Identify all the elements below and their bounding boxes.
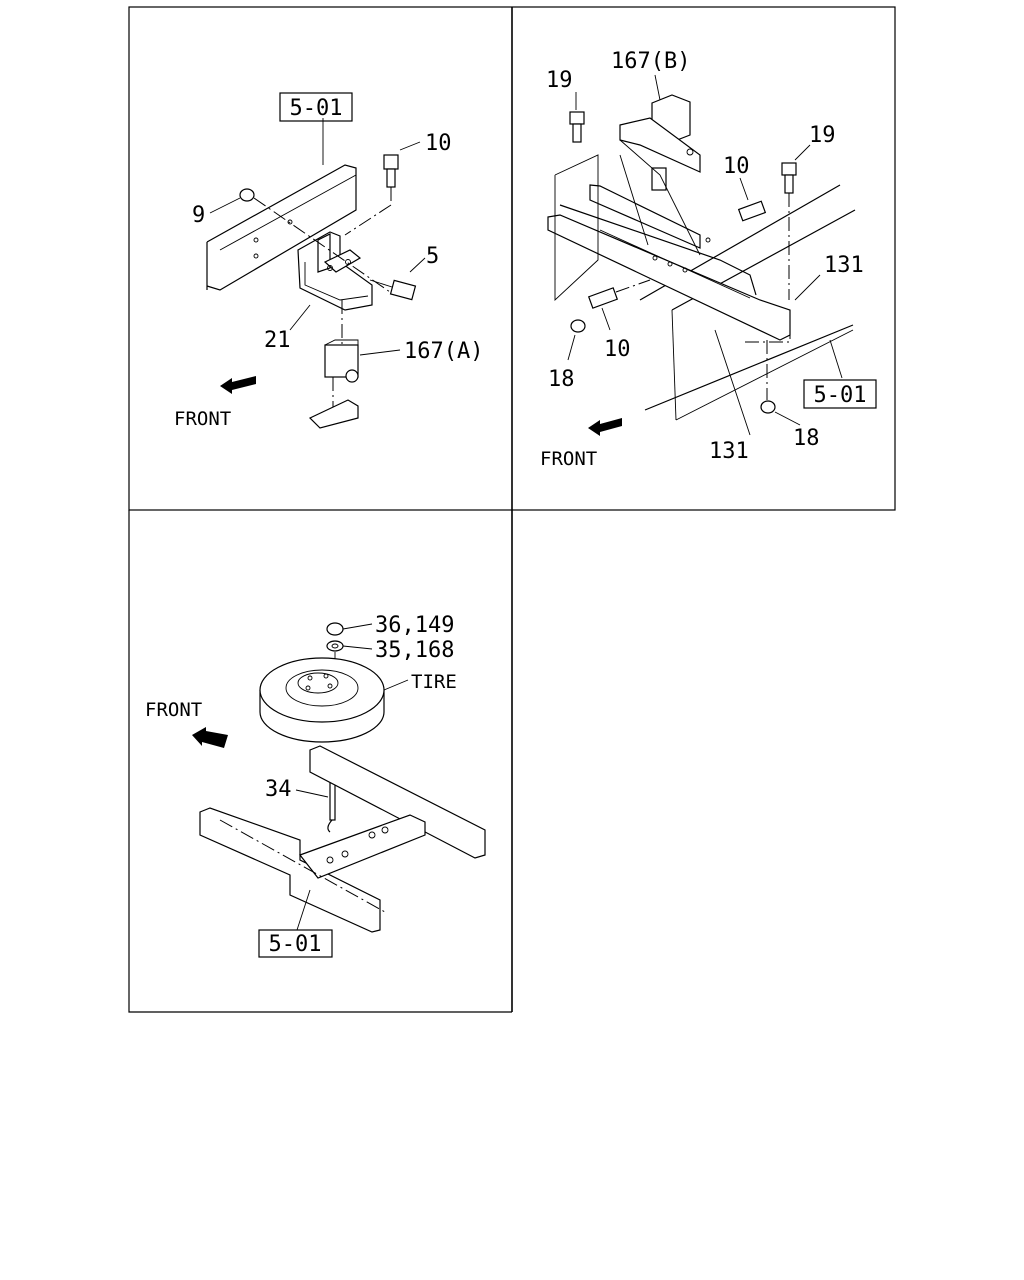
- ref-label-b: 5-01: [814, 383, 867, 408]
- bolt-19-left: [569, 111, 585, 143]
- nut-36: [326, 622, 373, 636]
- panel-b: 19 167(B) 19 10 131 10 18 131 18 5-01 FR…: [540, 49, 877, 470]
- part-label-10: 10: [425, 131, 452, 156]
- front-arrow-icon: [220, 376, 256, 394]
- leaders-a: [209, 118, 426, 356]
- panel-frames: [128, 6, 896, 1013]
- part-label-131-bottom: 131: [709, 439, 749, 464]
- bracket-21: [297, 231, 373, 311]
- part-label-36-149: 36,149: [375, 613, 454, 638]
- panel-c: 5-01 36,149 35,168 TIRE 34 FRONT: [145, 613, 486, 958]
- leader-ref-c: [296, 889, 311, 931]
- front-arrow-icon: [588, 418, 622, 436]
- part-label-10-top: 10: [723, 154, 750, 179]
- bolt-10-a: [344, 154, 399, 236]
- dash-bracket: [745, 310, 791, 343]
- front-label-b: FRONT: [540, 448, 597, 470]
- front-label-c: FRONT: [145, 699, 202, 721]
- ref-label-c: 5-01: [269, 932, 322, 957]
- ref-label-a: 5-01: [290, 96, 343, 121]
- hanger-plate: [547, 184, 791, 341]
- nut-18-left: [570, 319, 586, 333]
- plate-outline: [554, 139, 701, 302]
- part-label-35-168: 35,168: [375, 638, 454, 663]
- front-label-a: FRONT: [174, 408, 231, 430]
- part-label-5: 5: [426, 244, 439, 269]
- part-label-19-right: 19: [809, 123, 836, 148]
- part-label-10-bottom: 10: [604, 337, 631, 362]
- nut-9: [239, 188, 391, 293]
- leaders-b: [567, 74, 843, 436]
- part-label-167a: 167(A): [404, 339, 483, 364]
- bolt-10-top: [737, 200, 767, 222]
- bolt-5: [369, 279, 417, 301]
- washer-35: [326, 640, 373, 652]
- panel-a: 5-01 10 9 5 21 167(A) FRONT: [174, 92, 483, 430]
- part-label-19-left: 19: [546, 68, 573, 93]
- part-label-9: 9: [192, 203, 205, 228]
- ref-box-b: [803, 379, 877, 409]
- part-label-34: 34: [265, 777, 292, 802]
- part-label-18-right: 18: [793, 426, 820, 451]
- ref-box-c: [258, 929, 333, 958]
- nut-18-right: [760, 400, 776, 414]
- part-label-21: 21: [264, 328, 291, 353]
- spare-tire: [259, 657, 409, 743]
- frame-rail-a: [206, 164, 357, 291]
- part-label-131-right: 131: [824, 253, 864, 278]
- carrier-167b: [619, 94, 701, 191]
- ref-box-a: [279, 92, 353, 122]
- front-arrow-icon: [192, 727, 228, 748]
- part-label-18-left: 18: [548, 367, 575, 392]
- carrier-167a: [308, 300, 359, 429]
- part-label-tire: TIRE: [411, 671, 457, 693]
- bolt-10-bottom: [587, 279, 651, 309]
- chassis-frame: [199, 745, 486, 933]
- bolt-19-right: [781, 162, 797, 300]
- part-label-167b: 167(B): [611, 49, 690, 74]
